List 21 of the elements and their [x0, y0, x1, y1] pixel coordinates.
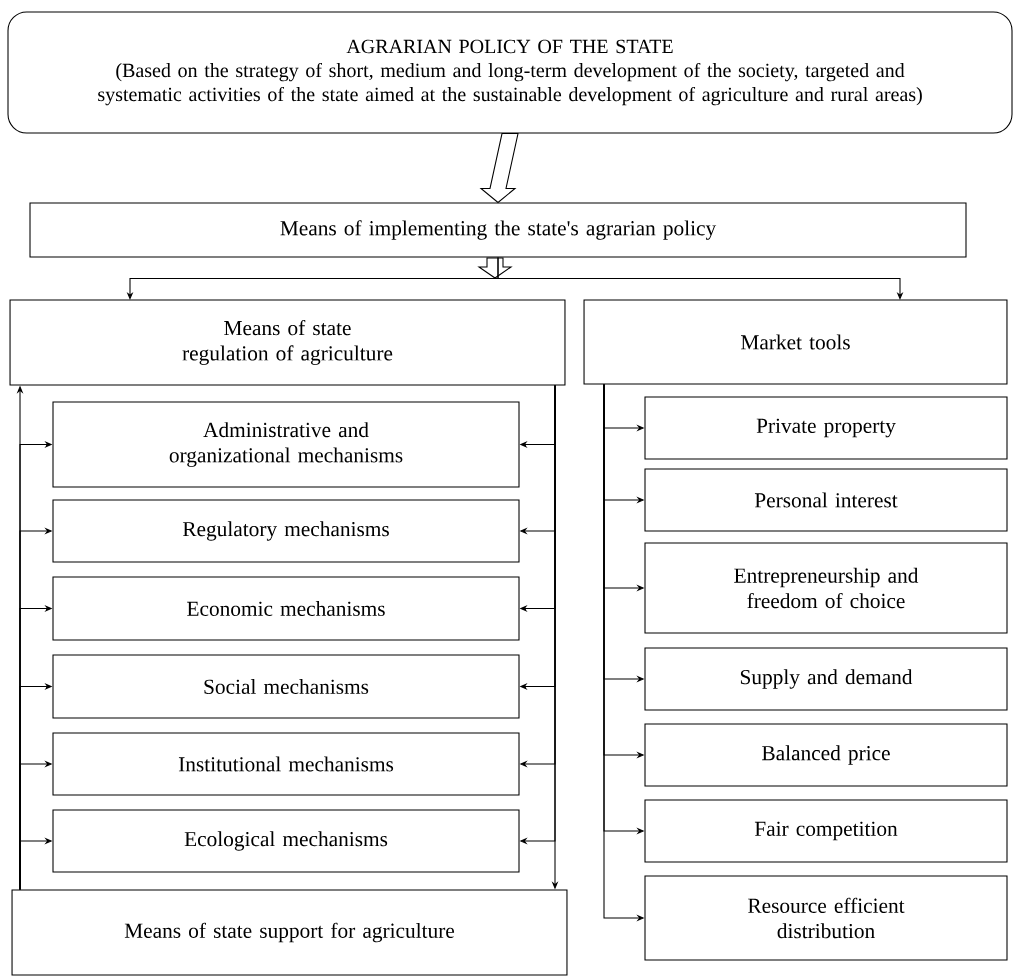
block-arrow	[477, 257, 513, 279]
box: Means of state support for agriculture	[11, 889, 568, 976]
box: Regulatory mechanisms	[52, 499, 520, 563]
box: Entrepreneurship and freedom of choice	[644, 542, 1008, 634]
box: Fair competition	[644, 799, 1008, 863]
box: Administrative and organizational mechanisms	[52, 401, 520, 488]
box: Balanced price	[644, 723, 1008, 787]
box: Means of state regulation of agriculture	[9, 299, 566, 386]
box: Personal interest	[644, 468, 1008, 532]
box: Social mechanisms	[52, 654, 520, 719]
arrow	[479, 133, 519, 204]
box: Private property	[644, 396, 1008, 460]
box: Ecological mechanisms	[52, 809, 520, 873]
box: Market tools	[583, 299, 1008, 385]
box: Resource efficient distribution	[644, 875, 1008, 961]
box: Means of implementing the state's agrarian policy	[29, 202, 967, 258]
arrow	[497, 257, 904, 300]
box: Economic mechanisms	[52, 576, 520, 641]
box: Supply and demand	[644, 647, 1008, 711]
rounded-box: AGRARIAN POLICY OF THE STATE (Based on the strategy of short, medium and long-term development of the society, targeted and systematic activities of the state aimed at the sustainable development of agriculture and rural areas)	[7, 11, 1013, 134]
box: Institutional mechanisms	[52, 732, 520, 796]
